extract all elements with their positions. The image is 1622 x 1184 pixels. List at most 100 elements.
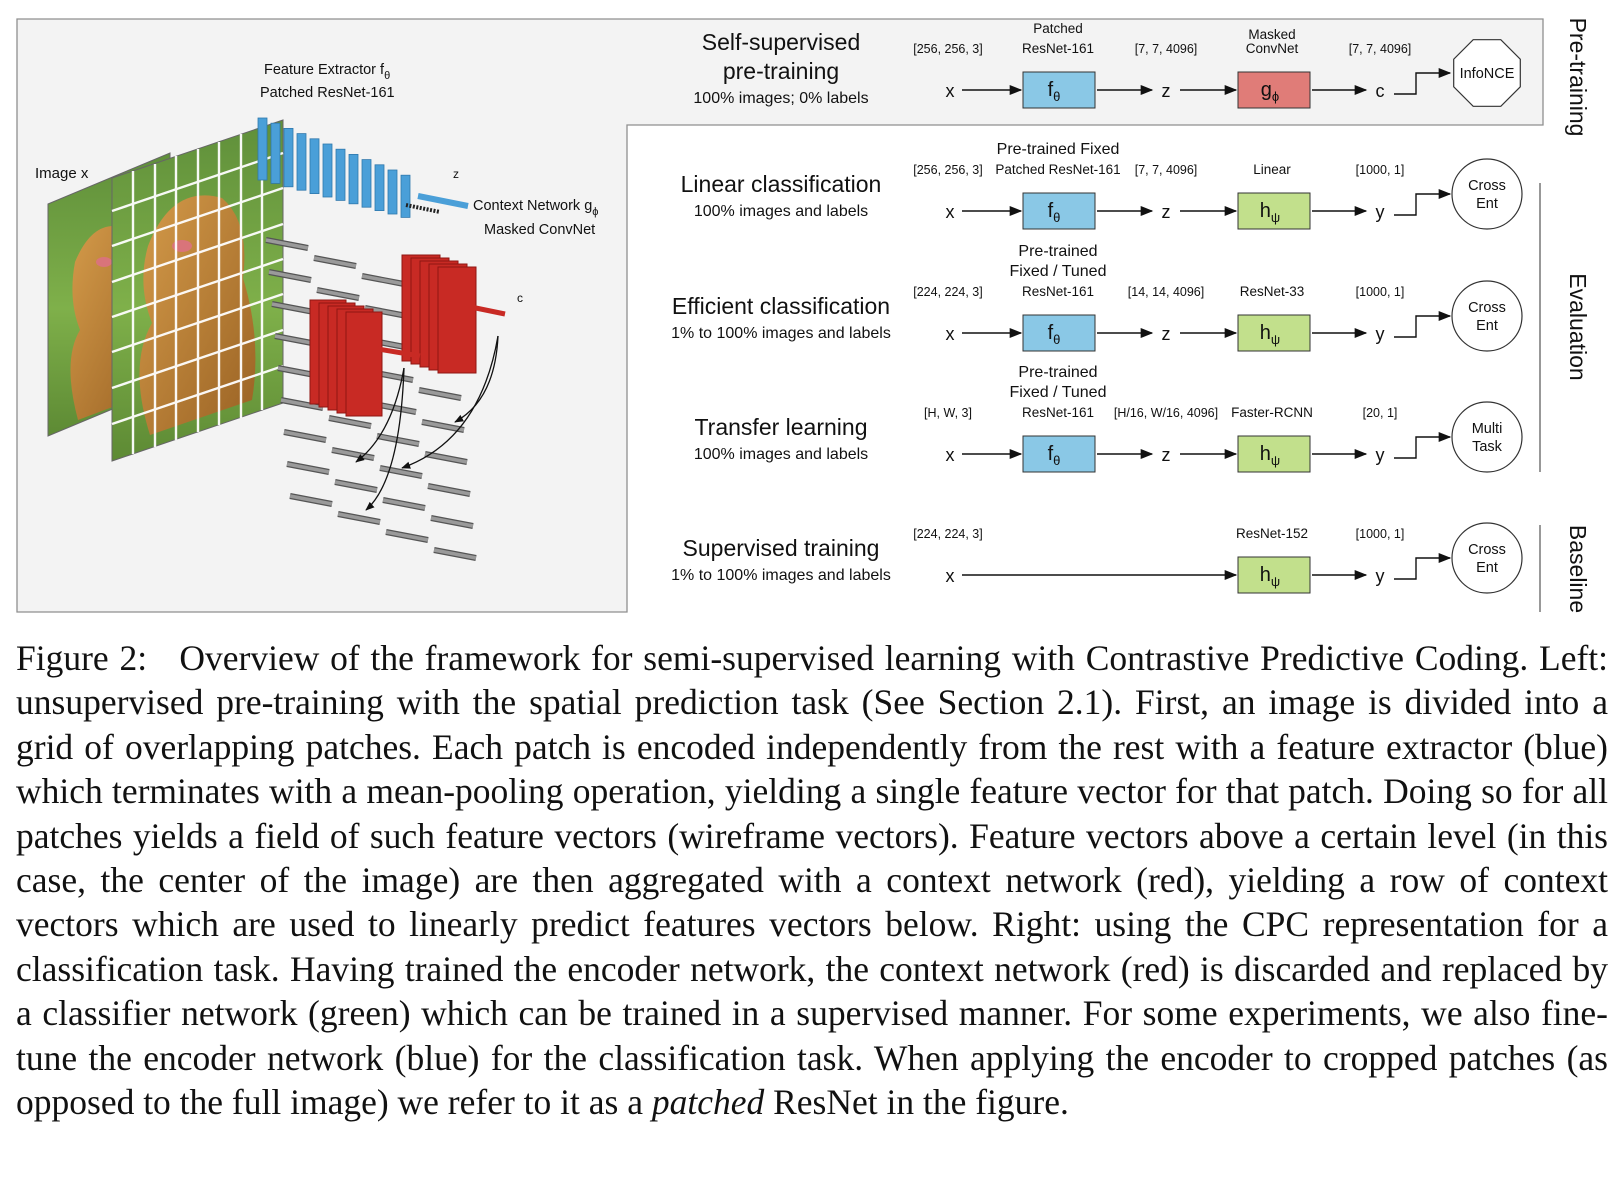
- arrow-to-loss: [1394, 431, 1452, 459]
- x-shape: [H, W, 3]: [924, 406, 972, 420]
- feature-vector-fill: [313, 256, 357, 268]
- encoder-layer: [387, 169, 398, 215]
- framework-figure: Pre-training Evaluation Baseline: [16, 18, 1591, 613]
- encoder-layer: [257, 117, 268, 181]
- context-network: [309, 254, 506, 417]
- arrow-to-loss: [1394, 552, 1452, 580]
- loss-node: [1451, 280, 1523, 352]
- z-shape: [H/16, W/16, 4096]: [1114, 406, 1218, 420]
- loss-label: Task: [1472, 439, 1503, 455]
- encoder-caption: Patched ResNet-161: [995, 162, 1120, 177]
- pretraining-side-label: Pre-training: [1565, 18, 1591, 137]
- feature-vector-fill: [271, 302, 315, 314]
- caption-text-end: ResNet in the figure.: [773, 1082, 1069, 1123]
- feature-vector-fill: [268, 270, 312, 282]
- feature-extractor-encoder: [257, 117, 411, 218]
- encoder-layer: [335, 148, 346, 201]
- row-subtitle: 100% images and labels: [694, 203, 868, 220]
- arrow-to-loss: [1394, 188, 1452, 216]
- head-caption: ResNet-33: [1240, 284, 1305, 299]
- feature-vector-fill: [430, 516, 474, 528]
- encoder-box: [1022, 435, 1096, 473]
- feature-vector-fill: [289, 494, 333, 506]
- context-layer: [345, 311, 383, 417]
- out-shape: [1000, 1]: [1356, 163, 1405, 177]
- evaluation-side-label: Evaluation: [1565, 273, 1591, 380]
- z-shape: [7, 7, 4096]: [1135, 42, 1198, 56]
- encoder-layer: [296, 133, 307, 191]
- head-symbol: hψ: [1260, 564, 1280, 589]
- figure-caption: Figure 2: Overview of the framework for …: [16, 636, 1608, 1124]
- loss-node: [1451, 158, 1523, 230]
- feature-extractor-label: Feature Extractor fθ: [264, 62, 390, 82]
- feature-vector-fill: [376, 434, 420, 446]
- z-shape: [14, 14, 4096]: [1128, 285, 1204, 299]
- encoder-symbol: fθ: [1048, 200, 1061, 225]
- context-output-vector: [371, 345, 421, 359]
- loss-label: InfoNCE: [1460, 66, 1515, 82]
- pretraining-panel: [16, 18, 1544, 613]
- out-shape: [1000, 1]: [1356, 285, 1405, 299]
- row-subtitle: 1% to 100% images and labels: [671, 567, 891, 584]
- prediction-arrows: [355, 335, 499, 511]
- x-symbol: x: [946, 81, 955, 101]
- loss-label: Cross: [1468, 542, 1506, 558]
- head-symbol: hψ: [1260, 443, 1280, 468]
- head-symbol: gϕ: [1261, 79, 1279, 104]
- patch-grid-image: [111, 119, 284, 462]
- row-title: Efficient classification: [672, 293, 890, 319]
- head-symbol: hψ: [1260, 200, 1280, 225]
- head-caption: ConvNet: [1246, 41, 1299, 56]
- encoder-layer: [374, 164, 385, 212]
- row-title: Transfer learning: [694, 414, 867, 440]
- loss-label: Ent: [1476, 318, 1498, 334]
- classifier-box: [1237, 435, 1311, 473]
- encoder-symbol: fθ: [1048, 79, 1061, 104]
- head-symbol: hψ: [1260, 322, 1280, 347]
- feature-vector-fill: [361, 274, 405, 286]
- encoder-layer: [322, 143, 333, 198]
- caption-text: Overview of the framework for semi-super…: [16, 638, 1609, 1123]
- output-symbol: y: [1376, 566, 1385, 586]
- encoder-caption: ResNet-161: [1022, 284, 1094, 299]
- out-shape: [1000, 1]: [1356, 527, 1405, 541]
- row-title: Supervised training: [683, 535, 880, 561]
- encoder-caption: Patched: [1033, 21, 1083, 36]
- row-subtitle: 1% to 100% images and labels: [671, 325, 891, 342]
- feature-extractor-model: Patched ResNet-161: [260, 85, 395, 101]
- loss-label: Cross: [1468, 178, 1506, 194]
- z-shape: [7, 7, 4096]: [1135, 163, 1198, 177]
- classifier-box: [1237, 192, 1311, 230]
- head-caption: Faster-RCNN: [1231, 405, 1313, 420]
- output-symbol: y: [1376, 324, 1385, 344]
- head-caption: Masked: [1248, 27, 1295, 42]
- feature-vector-fill: [316, 288, 360, 300]
- pooled-feature: [405, 203, 441, 214]
- feature-vector-fill: [424, 452, 468, 464]
- output-symbol: y: [1376, 202, 1385, 222]
- z-symbol: z: [1162, 445, 1171, 465]
- encoder-caption: Pre-trained: [1018, 243, 1097, 260]
- row-title: Self-supervised: [702, 29, 861, 55]
- feature-vector-fill: [382, 498, 426, 510]
- encoder-output-vector: [417, 193, 469, 209]
- encoder-box: [1022, 71, 1096, 109]
- encoder-layer: [270, 122, 281, 184]
- feature-vector-fill: [385, 530, 429, 542]
- c-label-left: c: [517, 291, 523, 305]
- context-box: [1237, 71, 1311, 109]
- loss-label: Ent: [1476, 196, 1498, 212]
- encoder-symbol: fθ: [1048, 443, 1061, 468]
- head-caption: ResNet-152: [1236, 526, 1308, 541]
- x-symbol: x: [946, 324, 955, 344]
- feature-vector-fill: [421, 420, 465, 432]
- x-shape: [224, 224, 3]: [913, 527, 983, 541]
- context-output-vector: [465, 303, 506, 317]
- feature-vector-fill: [283, 430, 327, 442]
- encoder-caption: Pre-trained: [1018, 364, 1097, 381]
- encoder-box: [1022, 314, 1096, 352]
- z-symbol: z: [1162, 81, 1171, 101]
